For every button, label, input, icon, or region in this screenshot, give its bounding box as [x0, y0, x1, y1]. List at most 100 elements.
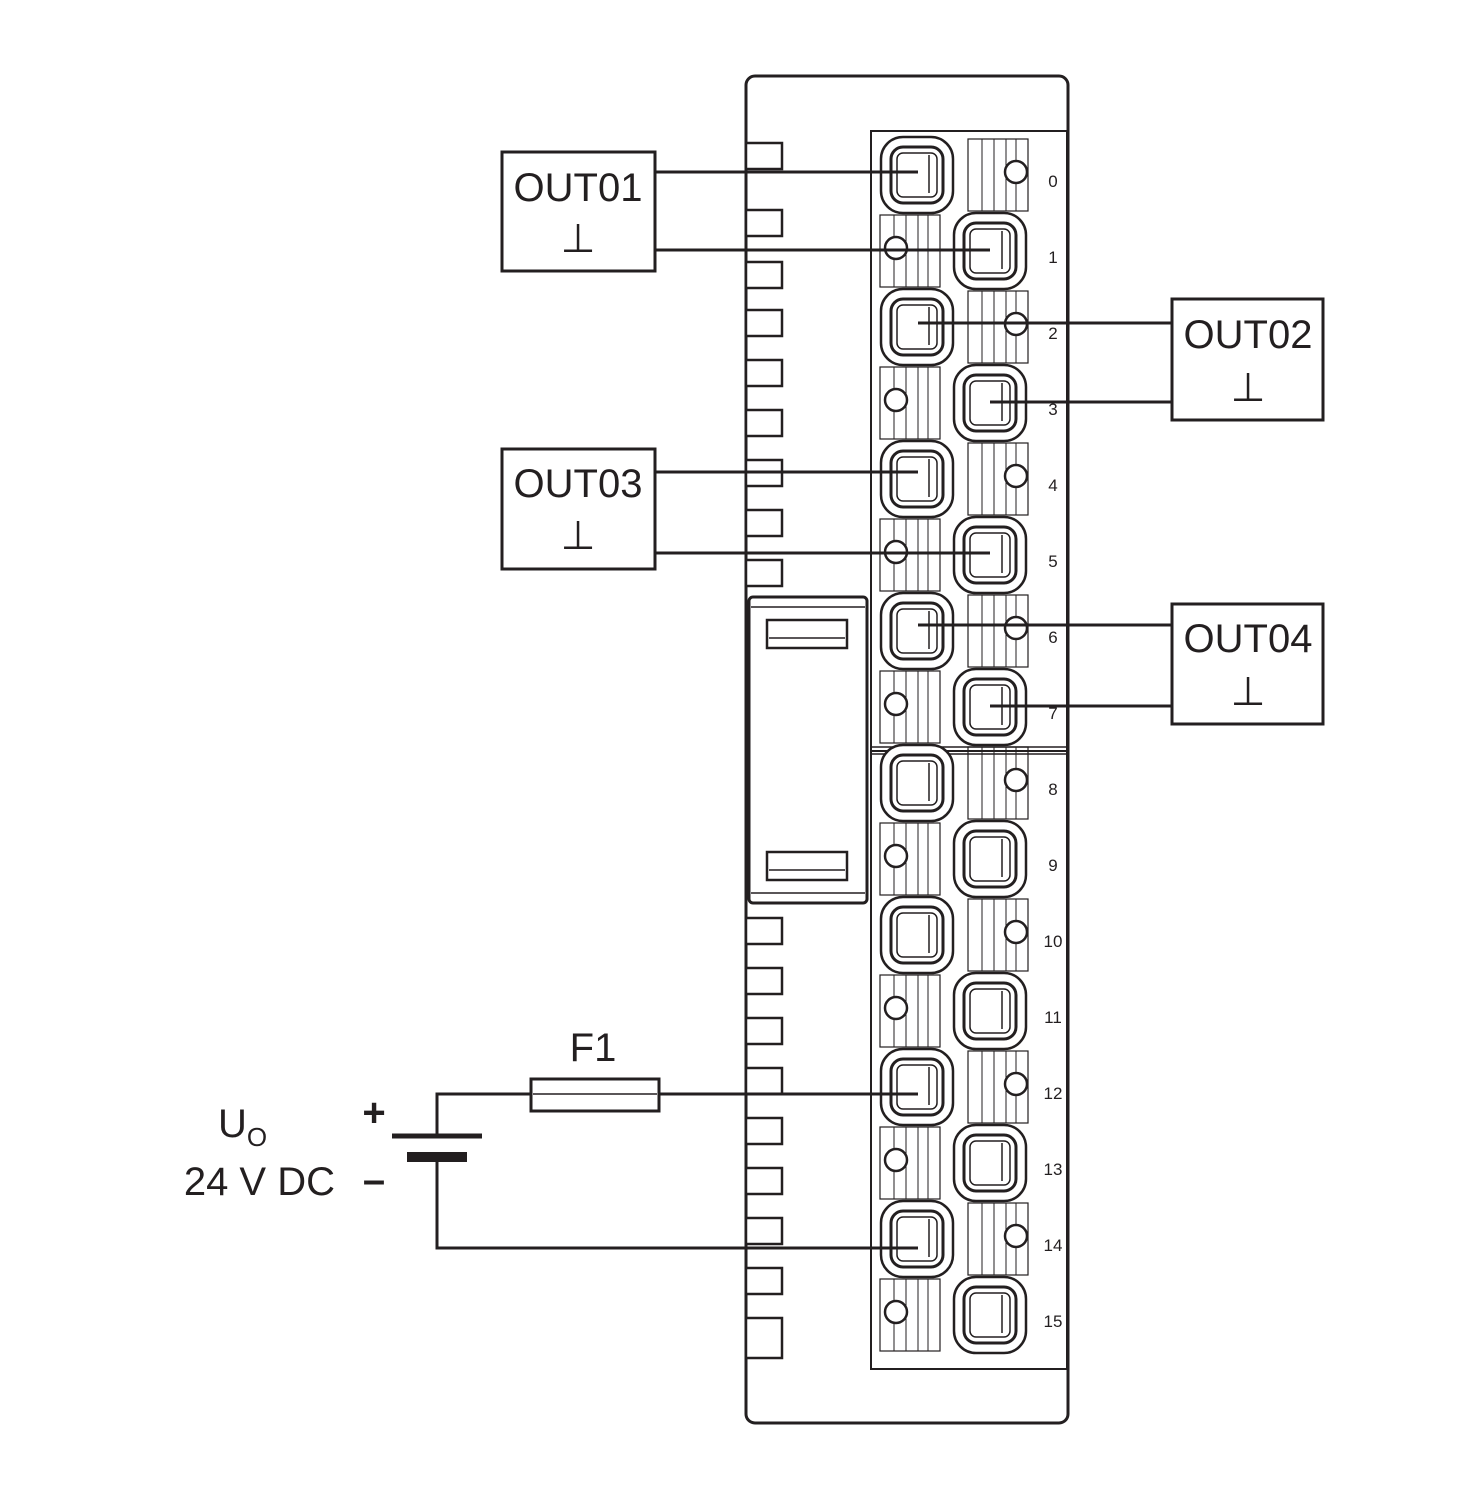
release-button [883, 843, 909, 869]
terminal-number: 8 [1048, 780, 1057, 799]
ground-symbol: ⊥ [1231, 366, 1266, 410]
terminal-4: 4 [879, 439, 1058, 519]
release-slot [967, 138, 1029, 212]
release-button [883, 387, 909, 413]
release-slot [967, 898, 1029, 972]
release-slot [967, 290, 1029, 364]
supply-subscript: O [247, 1122, 267, 1152]
terminal-number: 5 [1048, 552, 1057, 571]
vent-slot [744, 408, 784, 438]
fuse-label: F1 [570, 1026, 617, 1070]
clamp-inner [969, 988, 1011, 1034]
clamp-inner [896, 1064, 938, 1110]
vent-slot [744, 358, 784, 388]
output-label: OUT04 [1184, 617, 1313, 661]
release-slot [967, 442, 1029, 516]
terminal-6: 6 [879, 591, 1058, 671]
release-button [883, 691, 909, 717]
release-button [1003, 463, 1029, 489]
vent-slot [744, 508, 784, 538]
vent-slot [744, 1166, 784, 1196]
release-slot [879, 366, 941, 440]
vent-slot [744, 1016, 784, 1046]
terminal-number: 13 [1044, 1160, 1063, 1179]
terminal-number: 15 [1044, 1312, 1063, 1331]
vent-slot [744, 966, 784, 996]
clamp-inner [896, 304, 938, 350]
battery-symbol [392, 1133, 482, 1162]
release-slot [967, 746, 1029, 820]
terminal-number: 4 [1048, 476, 1057, 495]
terminal-number: 1 [1048, 248, 1057, 267]
vent-slot [744, 1316, 784, 1360]
terminal-10: 10 [879, 895, 1063, 975]
release-button [1003, 1223, 1029, 1249]
clamp-opening [962, 525, 1018, 585]
release-slot [879, 1278, 941, 1352]
clamp-inner [896, 152, 938, 198]
clamp-opening [962, 829, 1018, 889]
minus-sign: – [363, 1158, 385, 1202]
terminal-number: 0 [1048, 172, 1057, 191]
vent-slot [744, 1266, 784, 1296]
clamp-inner [969, 1140, 1011, 1186]
terminal-0: 0 [879, 135, 1058, 215]
clamp-opening [889, 297, 945, 357]
clamp-opening [889, 753, 945, 813]
output-label: OUT03 [514, 462, 643, 506]
supply-voltage: 24 V DC [184, 1160, 335, 1204]
release-button [883, 235, 909, 261]
clamp-inner [896, 456, 938, 502]
terminal-12: 12 [879, 1047, 1062, 1127]
terminal-number: 6 [1048, 628, 1057, 647]
vent-slot [744, 916, 784, 946]
release-button [883, 1147, 909, 1173]
fuse-f1: F1 [529, 1026, 661, 1113]
terminal-13: 13 [879, 1123, 1063, 1203]
clamp-inner [896, 608, 938, 654]
vent-slots [744, 141, 784, 1360]
release-slot [967, 1050, 1029, 1124]
vent-slot [744, 141, 784, 171]
clamp-opening [889, 1057, 945, 1117]
release-slot [967, 1202, 1029, 1276]
clamp-inner [969, 836, 1011, 882]
output-box-out03: OUT03 ⊥ [500, 447, 657, 571]
clamp-inner [969, 532, 1011, 578]
output-label: OUT02 [1184, 313, 1313, 357]
clamp-opening [962, 1133, 1018, 1193]
terminal-9: 9 [879, 819, 1058, 899]
release-button [1003, 767, 1029, 793]
release-slot [879, 518, 941, 592]
release-slot [967, 594, 1029, 668]
ground-symbol: ⊥ [1231, 670, 1266, 714]
release-slot [879, 822, 941, 896]
release-slot [879, 1126, 941, 1200]
clamp-opening [962, 981, 1018, 1041]
vent-slot [744, 1216, 784, 1246]
supply-name: UO [218, 1102, 267, 1152]
vent-slot [744, 1066, 784, 1096]
vent-slot [744, 260, 784, 290]
ground-symbol: ⊥ [561, 514, 596, 558]
vent-slot [744, 208, 784, 238]
clamp-inner [896, 912, 938, 958]
clamp-opening [962, 1285, 1018, 1345]
terminal-number: 10 [1044, 932, 1063, 951]
terminal-number: 9 [1048, 856, 1057, 875]
output-box-out01: OUT01 ⊥ [500, 150, 657, 273]
terminal-number: 3 [1048, 400, 1057, 419]
terminal-11: 11 [879, 971, 1062, 1051]
vent-slot [744, 1116, 784, 1146]
release-button [1003, 159, 1029, 185]
release-slider [747, 595, 869, 905]
output-box-out04: OUT04 ⊥ [1170, 602, 1325, 726]
vent-slot [744, 308, 784, 338]
terminal-15: 15 [879, 1275, 1063, 1355]
clamp-inner [896, 1216, 938, 1262]
release-button [1003, 615, 1029, 641]
clamp-opening [889, 1209, 945, 1269]
terminal-number: 7 [1048, 704, 1057, 723]
release-button [883, 995, 909, 1021]
